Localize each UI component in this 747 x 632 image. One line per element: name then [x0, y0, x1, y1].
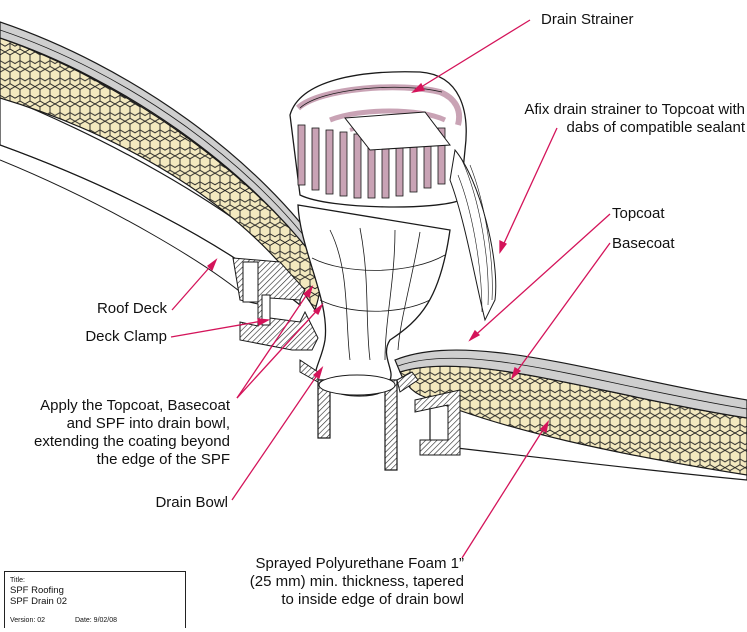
leader-apply-2: [236, 304, 323, 399]
label-foam-line1: Sprayed Polyurethane Foam 1”: [255, 555, 464, 572]
title-block: Title: SPF Roofing SPF Drain 02 Version:…: [4, 571, 186, 628]
drain-bowl: [297, 204, 451, 471]
label-deck-clamp-text: Deck Clamp: [85, 328, 167, 345]
label-drain-strainer: Drain Strainer: [541, 11, 634, 29]
label-foam: Sprayed Polyurethane Foam 1” (25 mm) min…: [250, 555, 464, 609]
title-label: Title:: [10, 577, 25, 584]
label-apply: Apply the Topcoat, Basecoat and SPF into…: [34, 397, 230, 469]
title-line2: SPF Drain 02: [10, 596, 68, 607]
drain-strainer: [289, 71, 497, 322]
label-basecoat-text: Basecoat: [612, 235, 675, 252]
leader-roof-deck: [171, 259, 217, 311]
label-foam-line3: to inside edge of drain bowl: [281, 591, 464, 608]
label-apply-line2: and SPF into drain bowl,: [66, 415, 230, 432]
label-apply-line3: extending the coating beyond: [34, 433, 230, 450]
leader-apply: [236, 286, 313, 399]
leader-basecoat: [511, 242, 611, 379]
right-deck-clamp: [414, 389, 461, 456]
label-apply-line4: the edge of the SPF: [96, 451, 230, 468]
label-deck-clamp: Deck Clamp: [85, 328, 167, 346]
label-drain-strainer-text: Drain Strainer: [541, 11, 634, 28]
strainer-slots: [297, 124, 446, 199]
title-line1: SPF Roofing: [10, 585, 64, 596]
label-afix-line2: dabs of compatible sealant: [566, 119, 745, 136]
label-foam-line2: (25 mm) min. thickness, tapered: [249, 573, 464, 590]
title-date: Date: 9/02/08: [75, 617, 118, 624]
label-topcoat-text: Topcoat: [612, 205, 665, 222]
label-roof-deck: Roof Deck: [97, 300, 167, 318]
leader-lines: [170, 19, 611, 559]
label-drain-bowl: Drain Bowl: [155, 494, 228, 512]
right-coating: [394, 349, 747, 419]
leader-topcoat: [469, 213, 611, 341]
label-apply-line1: Apply the Topcoat, Basecoat: [40, 397, 230, 414]
label-afix-line1: Afix drain strainer to Topcoat with: [524, 101, 745, 118]
leader-deck-clamp: [170, 319, 269, 338]
title-version: Version: 02: [10, 617, 46, 624]
leader-afix: [499, 127, 558, 253]
leader-drain-strainer: [412, 19, 531, 93]
leader-drain-bowl: [231, 367, 323, 501]
label-roof-deck-text: Roof Deck: [96, 300, 167, 317]
label-topcoat: Topcoat: [612, 205, 665, 223]
right-roof-assembly: [394, 349, 747, 481]
label-drain-bowl-text: Drain Bowl: [155, 494, 228, 511]
label-afix: Afix drain strainer to Topcoat with dabs…: [524, 101, 745, 137]
leader-foam: [461, 421, 549, 559]
label-basecoat: Basecoat: [612, 235, 675, 253]
